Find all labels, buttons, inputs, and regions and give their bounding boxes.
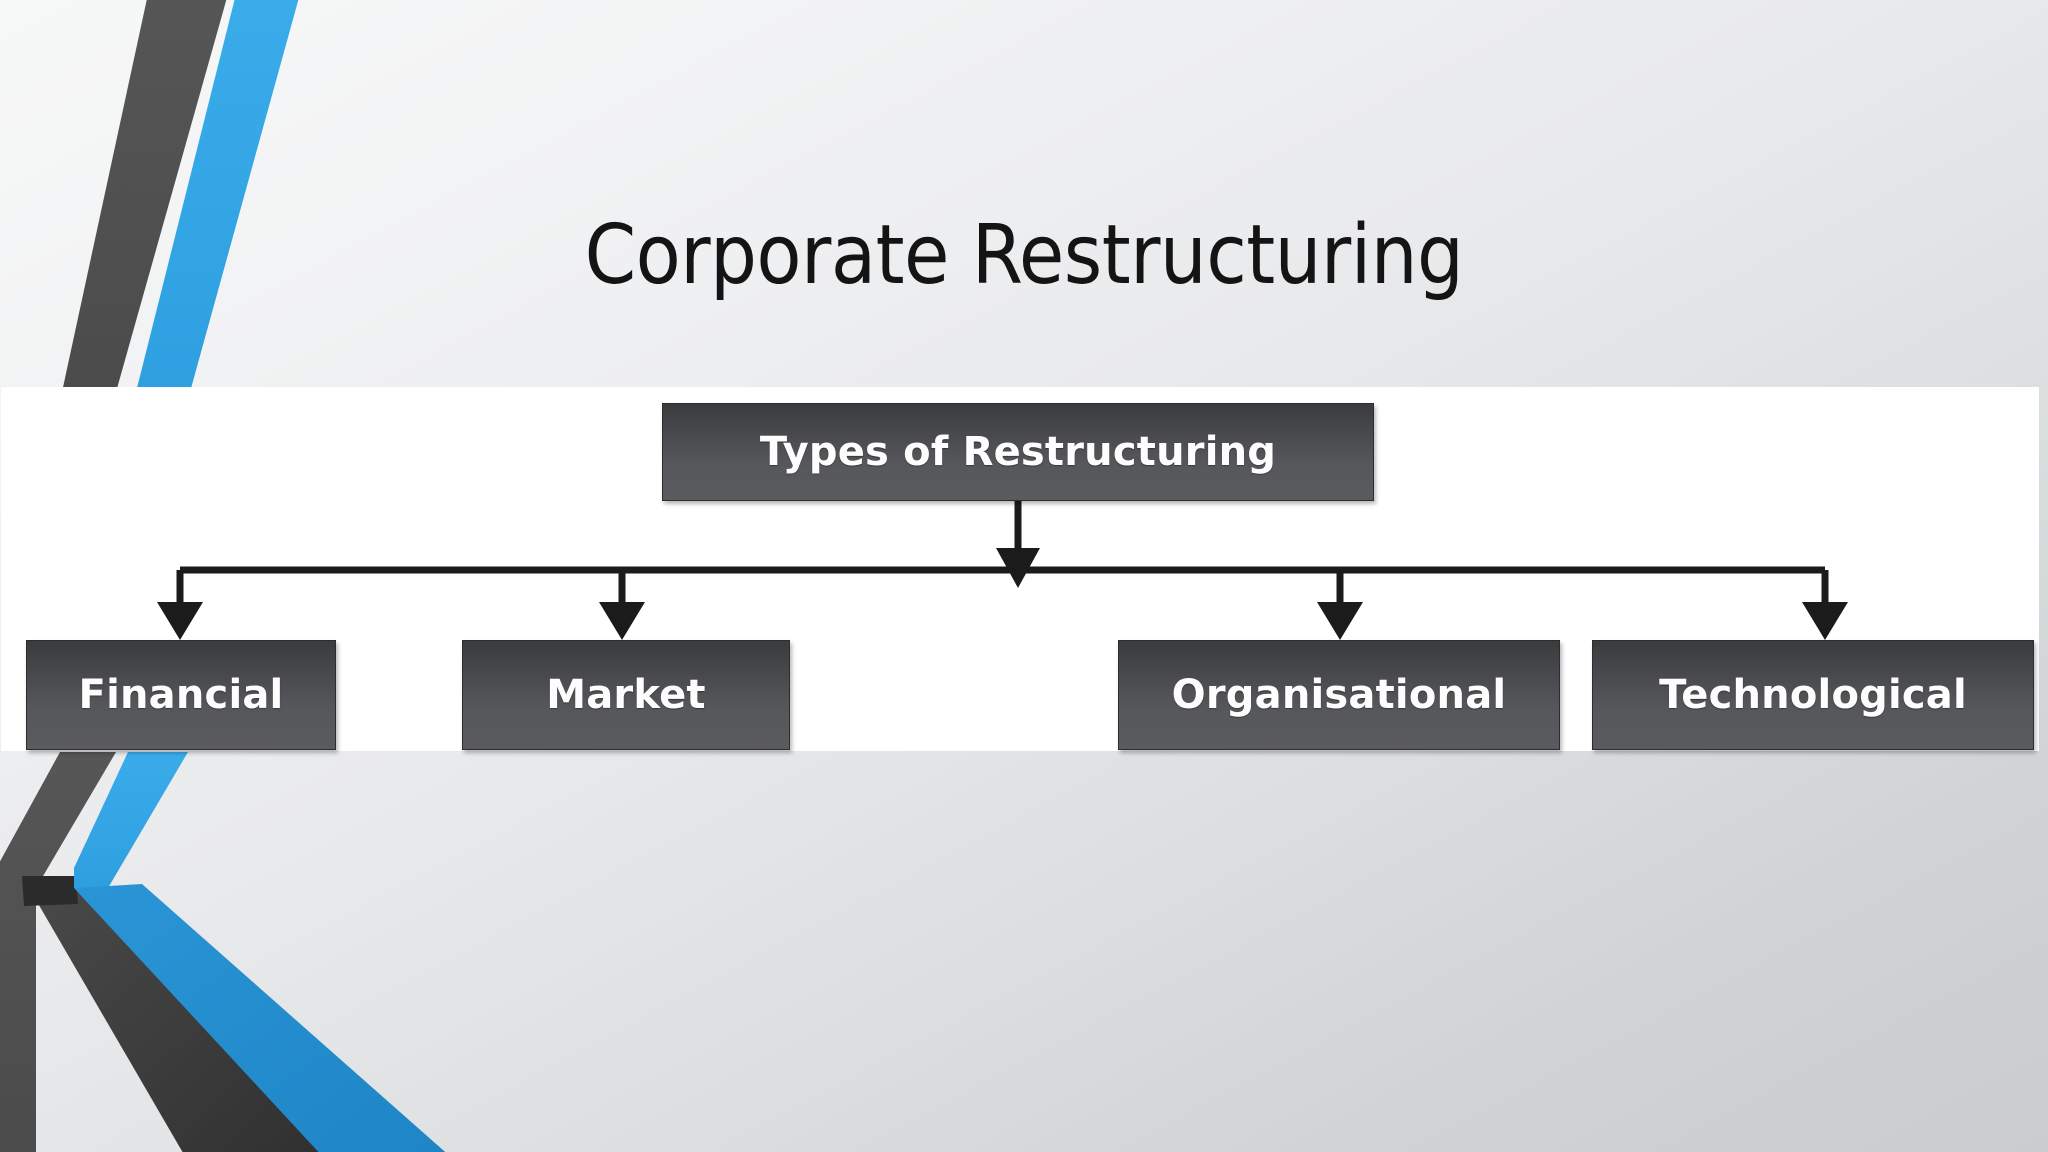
diagram-node-root[interactable]: Types of Restructuring	[662, 403, 1374, 501]
arrowhead-3	[1802, 602, 1848, 640]
ribbon-blue-top	[136, 0, 299, 392]
arrowhead-1	[599, 602, 645, 640]
diagram-node-market[interactable]: Market	[462, 640, 790, 750]
ribbon-dark-bottom-edge	[22, 876, 78, 906]
ribbon-blue-bottom	[74, 752, 188, 888]
page-title: Corporate Restructuring	[584, 208, 1464, 303]
ribbon-dark-bottom	[0, 752, 116, 1152]
diagram-node-organisational[interactable]: Organisational	[1118, 640, 1560, 750]
arrowhead-2	[1317, 602, 1363, 640]
arrowhead-root	[996, 548, 1040, 588]
diagram-node-financial[interactable]: Financial	[26, 640, 336, 750]
diagram-connectors	[157, 501, 1848, 640]
arrowhead-0	[157, 602, 203, 640]
diagram-node-technological[interactable]: Technological	[1592, 640, 2034, 750]
ribbon-dark-bottom-leg	[22, 876, 325, 1152]
ribbon-dark-top	[62, 0, 227, 392]
ribbon-blue-bottom-leg	[74, 884, 446, 1152]
